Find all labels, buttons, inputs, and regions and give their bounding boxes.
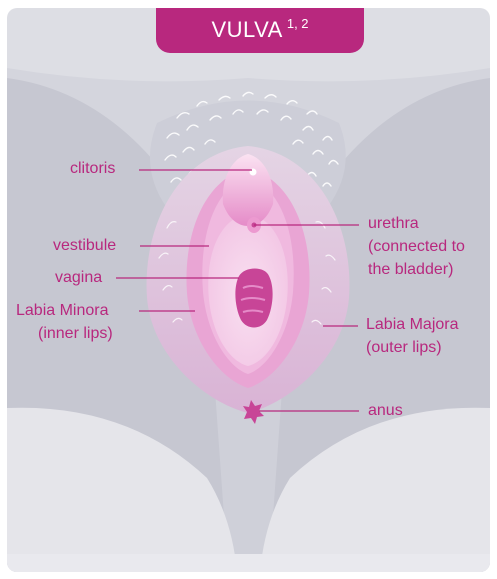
title-text: VULVA — [211, 17, 282, 42]
label-labia-minora: Labia Minora — [16, 300, 109, 321]
label-urethra-sub-2: the bladder) — [368, 259, 453, 280]
label-labia-majora: Labia Majora — [366, 314, 459, 335]
label-vagina: vagina — [55, 267, 102, 288]
title-superscript: 1, 2 — [287, 16, 309, 31]
diagram-card: VULVA 1, 2 clitoris vestibule vagina Labi… — [7, 8, 490, 572]
label-clitoris: clitoris — [70, 158, 115, 179]
bottom-band — [7, 554, 490, 572]
label-urethra: urethra — [368, 213, 419, 234]
label-labia-majora-sub: (outer lips) — [366, 337, 442, 358]
vulva-illustration — [7, 8, 490, 572]
title-tab: VULVA 1, 2 — [156, 8, 364, 53]
label-urethra-sub-1: (connected to — [368, 236, 465, 257]
label-labia-minora-sub: (inner lips) — [38, 323, 113, 344]
label-vestibule: vestibule — [53, 235, 116, 256]
label-anus: anus — [368, 400, 403, 421]
